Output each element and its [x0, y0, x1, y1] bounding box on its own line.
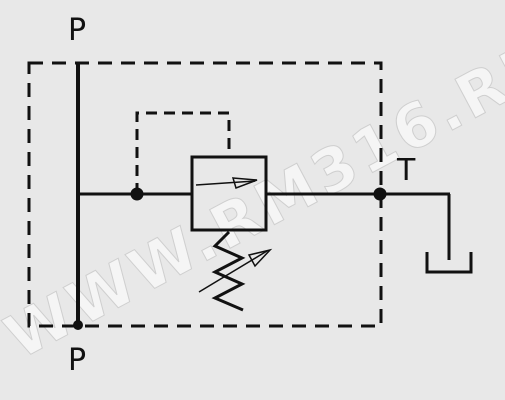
adjustable-arrow-head — [247, 248, 273, 268]
port-label-p-bottom: P — [68, 343, 86, 378]
valve-flow-arrow-shaft — [195, 180, 256, 186]
pilot-line — [135, 111, 231, 194]
relief-valve-box — [190, 155, 268, 232]
tank-symbol — [425, 252, 473, 274]
junction-dot-left — [130, 187, 144, 201]
port-label-t: T — [396, 153, 416, 188]
spring-icon — [211, 230, 246, 312]
junction-dot-right — [373, 187, 387, 201]
adjustable-arrow-shaft — [198, 250, 268, 293]
port-label-p-top: P — [68, 13, 86, 48]
junction-dot-bottom — [73, 320, 83, 330]
valve-flow-arrow-head — [231, 177, 258, 189]
